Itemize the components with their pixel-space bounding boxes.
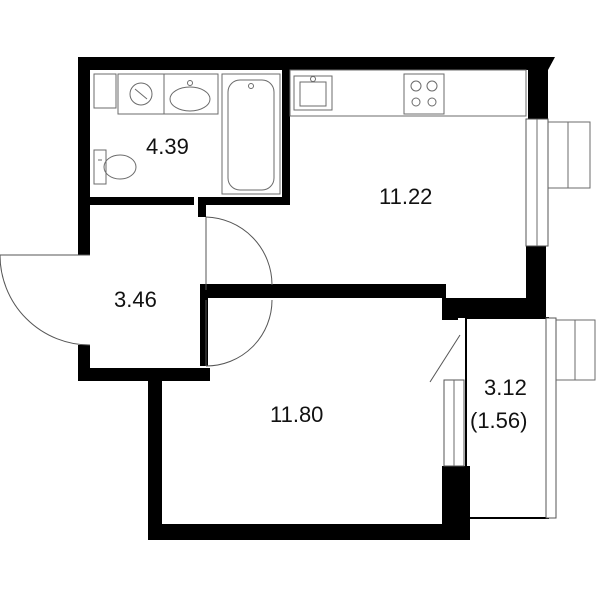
doors (0, 216, 461, 383)
floors (90, 70, 548, 523)
balcony-area-label: 3.12 (484, 375, 527, 400)
balcony-reduced-area-label: (1.56) (470, 408, 527, 433)
kitchen-area-label: 11.22 (379, 184, 432, 209)
bedroom-area-label: 11.80 (270, 402, 323, 427)
windows (443, 118, 596, 519)
hallway-area-label: 3.46 (114, 287, 157, 312)
bathroom-area-label: 4.39 (146, 134, 189, 159)
walls (78, 57, 555, 540)
kitchen-fixtures (289, 69, 527, 117)
bathroom-fixtures (93, 73, 281, 195)
